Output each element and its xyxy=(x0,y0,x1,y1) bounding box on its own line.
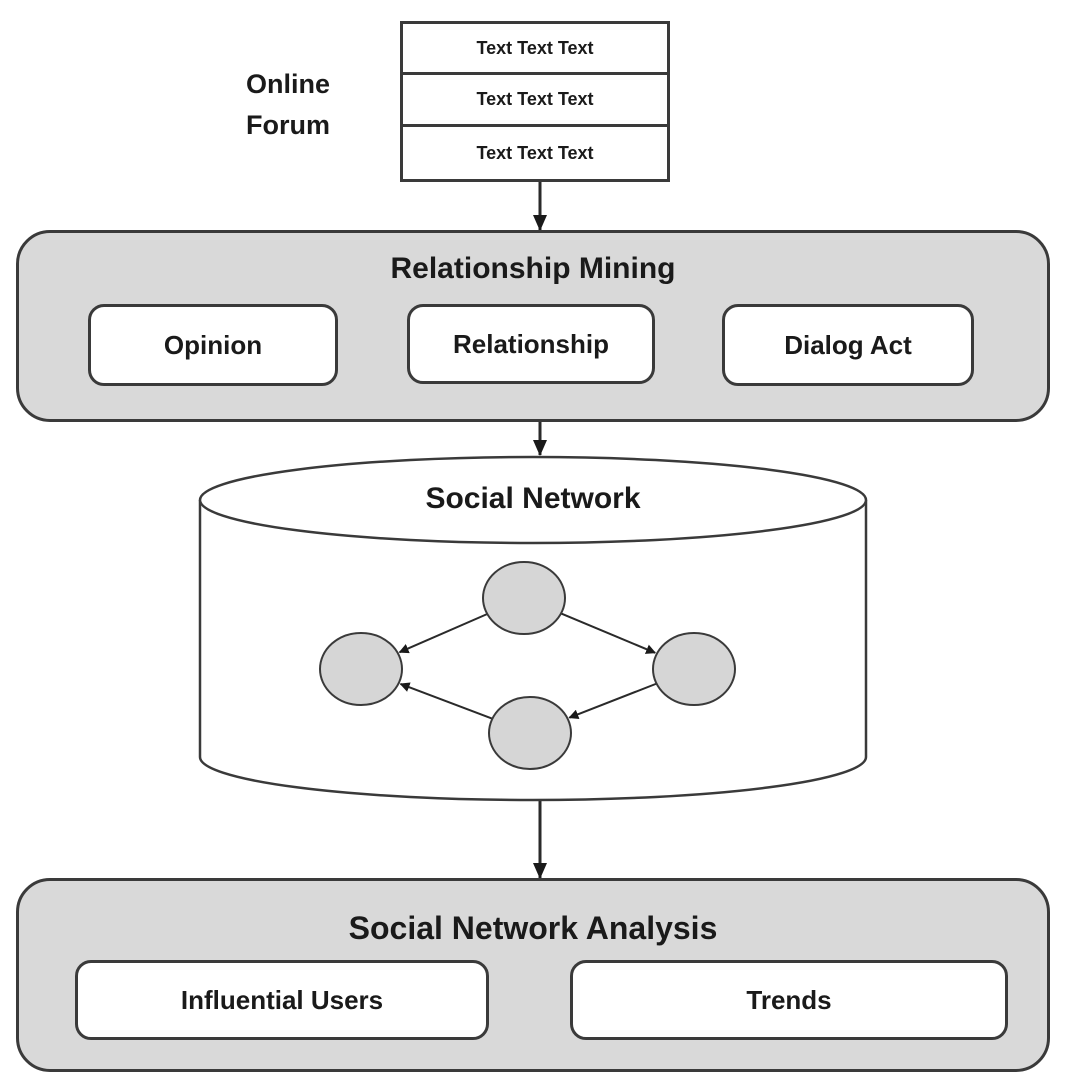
relationship-mining-title: Relationship Mining xyxy=(390,252,676,285)
trends-box[interactable]: Trends xyxy=(570,960,1008,1040)
graph-edge-top-to-right xyxy=(560,612,657,654)
opinion-label: Opinion xyxy=(163,329,263,360)
graph-node-bottom[interactable] xyxy=(488,696,572,770)
graph-edge-top-to-left xyxy=(398,613,488,654)
relationship-box[interactable]: Relationship xyxy=(407,304,655,384)
trends-label: Trends xyxy=(746,984,832,1015)
social-network-cylinder xyxy=(198,455,868,802)
forum-post[interactable]: Text Text Text xyxy=(400,21,670,75)
online-forum-label-line1: Online xyxy=(246,69,331,99)
graph-edge-right-to-bottom xyxy=(568,682,657,720)
dialog-act-box[interactable]: Dialog Act xyxy=(722,304,974,386)
influential-users-box[interactable]: Influential Users xyxy=(75,960,489,1040)
forum-post-text: Text Text Text xyxy=(476,89,594,109)
graph-node-left[interactable] xyxy=(319,632,403,706)
graph-edge-bottom-to-left xyxy=(399,682,493,720)
relationship-label: Relationship xyxy=(452,328,609,359)
opinion-box[interactable]: Opinion xyxy=(88,304,338,386)
online-forum-label: Online Forum xyxy=(246,64,330,146)
graph-node-right[interactable] xyxy=(652,632,736,706)
online-forum-label-line2: Forum xyxy=(246,110,330,140)
graph-node-top[interactable] xyxy=(482,561,566,635)
dialog-act-label: Dialog Act xyxy=(784,329,912,360)
forum-post[interactable]: Text Text Text xyxy=(400,124,670,182)
social-network-analysis-title: Social Network Analysis xyxy=(348,910,718,946)
influential-users-label: Influential Users xyxy=(180,984,384,1015)
social-network-title: Social Network xyxy=(425,482,641,515)
forum-post-text: Text Text Text xyxy=(476,142,594,163)
forum-post[interactable]: Text Text Text xyxy=(400,72,670,127)
forum-post-text: Text Text Text xyxy=(476,37,594,58)
